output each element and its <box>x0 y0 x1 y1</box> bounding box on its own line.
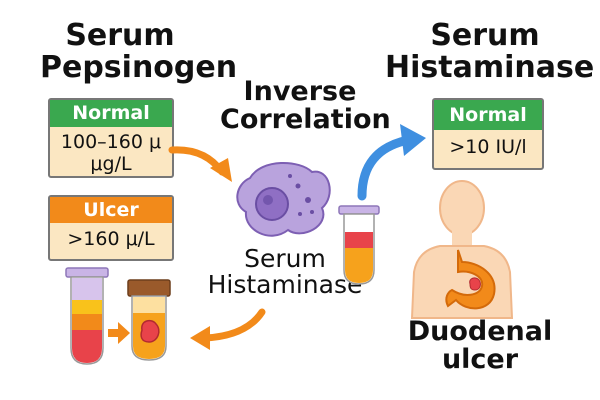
arrow-to-cell-icon <box>168 146 232 182</box>
left-test-tube-icon <box>65 267 109 365</box>
right-caption: Duodenal ulcer <box>400 316 560 376</box>
left-normal-value-line1: 100–160 μ <box>60 131 162 153</box>
right-normal-box: Normal >10 IU/l <box>432 98 544 170</box>
center-title-line2: Correlation <box>220 104 391 136</box>
left-ulcer-value: >160 μ/L <box>67 228 155 250</box>
right-caption-line1: Duodenal <box>407 316 553 347</box>
right-title: Serum Histaminase <box>385 18 595 85</box>
left-ulcer-box: Ulcer >160 μ/L <box>48 195 174 261</box>
right-normal-label: Normal <box>434 100 542 130</box>
right-normal-value: >10 IU/l <box>449 136 527 158</box>
left-title: Serum Pepsinogen <box>40 18 238 85</box>
arrow-return-icon <box>190 308 266 350</box>
sample-tube-icon <box>127 279 171 361</box>
left-normal-label: Normal <box>50 100 172 127</box>
cell-icon <box>236 161 331 237</box>
right-title-line2: Histaminase <box>385 49 595 85</box>
left-title-line1: Serum <box>65 18 175 53</box>
left-normal-box: Normal 100–160 μ μg/L <box>48 98 174 178</box>
stomach-icon <box>445 249 496 310</box>
center-bottom-line2: Histaminase <box>207 270 363 300</box>
left-ulcer-label: Ulcer <box>50 197 172 223</box>
left-title-line2: Pepsinogen <box>40 49 238 85</box>
left-normal-value-line2: μg/L <box>90 153 132 175</box>
right-caption-line2: ulcer <box>441 344 519 376</box>
right-title-line1: Serum <box>430 18 540 53</box>
center-bottom-line1: Serum <box>244 244 326 273</box>
center-bottom-label: Serum Histaminase <box>195 244 375 300</box>
center-title-line1: Inverse <box>243 76 357 107</box>
human-torso-icon <box>410 180 514 319</box>
small-arrow-icon <box>108 322 130 344</box>
center-title: Inverse Correlation <box>220 76 391 136</box>
